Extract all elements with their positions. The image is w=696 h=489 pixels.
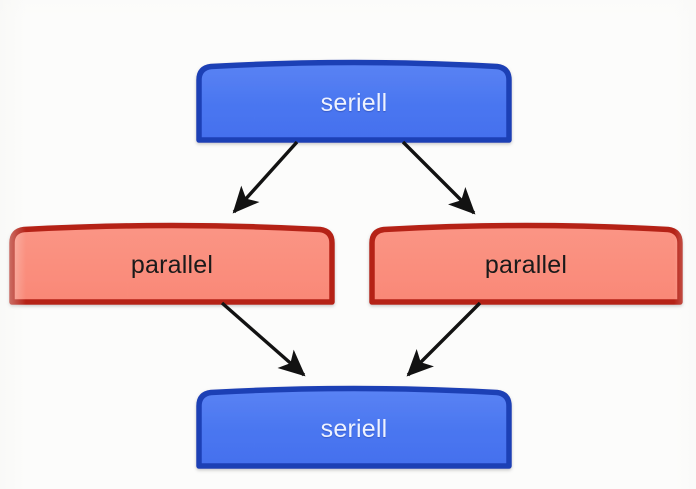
node-shape-right-parallel <box>369 222 683 305</box>
edge-left-to-bottom <box>220 301 306 377</box>
edge-line-top-to-right <box>401 140 476 215</box>
node-shape-bottom-seriell <box>196 385 512 469</box>
node-left-parallel[interactable] <box>9 222 335 305</box>
edge-top-to-left <box>232 140 299 214</box>
edge-top-to-right <box>401 140 476 215</box>
node-bottom-seriell[interactable] <box>196 385 512 469</box>
node-shape-left-parallel <box>9 222 335 305</box>
node-shape-top-seriell <box>196 59 512 143</box>
edge-right-to-bottom <box>406 301 482 377</box>
node-top-seriell[interactable] <box>196 59 512 143</box>
edge-line-left-to-bottom <box>220 301 306 377</box>
edge-line-right-to-bottom <box>406 301 482 377</box>
node-right-parallel[interactable] <box>369 222 683 305</box>
edge-line-top-to-left <box>232 140 299 214</box>
